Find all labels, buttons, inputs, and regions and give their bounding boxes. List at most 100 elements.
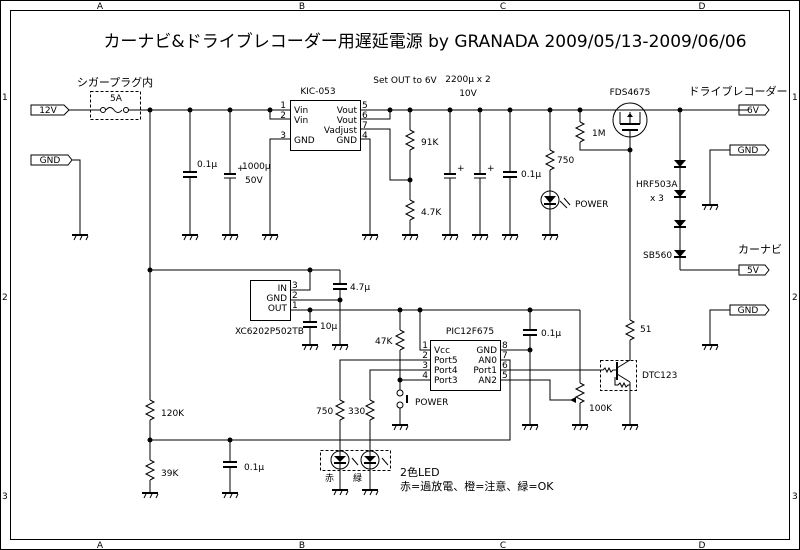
potentiometer-value: 100K bbox=[589, 404, 613, 414]
ground-icon bbox=[572, 424, 589, 431]
col-label-a-top: A bbox=[97, 2, 104, 12]
resistor-51 bbox=[624, 319, 636, 341]
xc6202-pin1: 1 bbox=[292, 301, 298, 311]
pic-pin4-label: Port3 bbox=[434, 376, 458, 386]
cap-xc-out-value: 10μ bbox=[320, 322, 337, 332]
col-label-b-bottom: B bbox=[299, 541, 305, 550]
fuse-label: 5A bbox=[110, 94, 123, 104]
col-label-b-top: B bbox=[299, 2, 305, 12]
ground-icon bbox=[182, 234, 199, 241]
ground-icon bbox=[362, 489, 379, 496]
transistor-name: DTC123 bbox=[642, 371, 677, 381]
diode-2-icon bbox=[674, 190, 686, 198]
cigar-plug-label: シガープラグ内 bbox=[77, 75, 153, 89]
pic-pin7-label: AN0 bbox=[478, 356, 497, 366]
fuse-icon bbox=[100, 107, 129, 113]
port-5v: 5V bbox=[738, 264, 770, 276]
resistor-39k bbox=[144, 459, 156, 481]
diodes-count-label: x 3 bbox=[650, 194, 664, 204]
mosfet-name: FDS4675 bbox=[610, 88, 651, 98]
port-6v-label: 6V bbox=[747, 106, 760, 116]
kic053-pin5-label: Vout bbox=[337, 106, 358, 116]
pic-pin4: 4 bbox=[422, 371, 428, 381]
bulk-caps-note: 2200μ x 2 bbox=[445, 75, 490, 85]
resistor-47k-value: 47K bbox=[375, 337, 393, 347]
led-green-label: 緑 bbox=[353, 472, 362, 484]
ground-icon bbox=[702, 344, 719, 351]
resistor-750-power-value: 750 bbox=[557, 156, 574, 166]
row-label-2-left: 2 bbox=[2, 293, 8, 303]
mosfet-icon bbox=[612, 102, 648, 150]
cap-xc-in-value: 4.7μ bbox=[350, 283, 370, 293]
port-gnd-left: GND bbox=[30, 154, 73, 166]
ground-icon bbox=[392, 424, 409, 431]
resistor-51-value: 51 bbox=[640, 325, 651, 335]
cap-out-small-value: 0.1μ bbox=[521, 170, 541, 180]
ground-icon bbox=[222, 492, 239, 499]
power-switch-label: POWER bbox=[415, 398, 448, 408]
kic053-ic bbox=[290, 100, 361, 151]
power-led-icon bbox=[540, 190, 571, 210]
kic053-pin6-label: Vout bbox=[337, 116, 358, 126]
xc6202-ic bbox=[250, 280, 291, 321]
kic053-pin3: 3 bbox=[280, 131, 286, 141]
dtc123-box bbox=[600, 360, 637, 391]
xc6202-pin2: 2 bbox=[292, 291, 298, 301]
pic-pin7: 7 bbox=[502, 351, 508, 361]
row-label-3-right: 3 bbox=[792, 492, 798, 502]
ground-icon bbox=[222, 234, 239, 241]
cap-in-bulk-voltage: 50V bbox=[245, 176, 263, 186]
xc6202-name: XC6202P502TB bbox=[235, 327, 304, 337]
kic053-pin1: 1 bbox=[280, 101, 286, 111]
pic-pin5-label: AN2 bbox=[478, 376, 497, 386]
pic-pin6-label: Port1 bbox=[473, 366, 497, 376]
ground-symbols bbox=[72, 204, 719, 499]
schottky-part-label: SB560 bbox=[643, 251, 672, 261]
kic053-pin4: 4 bbox=[362, 131, 368, 141]
xc6202-pin1-label: OUT bbox=[268, 304, 288, 314]
resistor-120k bbox=[144, 399, 156, 421]
ground-icon bbox=[362, 234, 379, 241]
pic-pin5: 5 bbox=[502, 371, 508, 381]
col-label-c-bottom: C bbox=[500, 541, 506, 550]
pic-pin1: 1 bbox=[422, 341, 428, 351]
ground-icon bbox=[702, 204, 719, 211]
port-gnd-right-mid-label: GND bbox=[738, 306, 759, 316]
cap-bulk-1: + bbox=[444, 107, 465, 235]
resistor-750-power bbox=[544, 149, 556, 171]
resistor-47k bbox=[394, 329, 406, 351]
schottky-diode-icon bbox=[674, 250, 686, 258]
port-5v-label: 5V bbox=[747, 266, 760, 276]
ground-icon bbox=[262, 234, 279, 241]
ground-icon bbox=[622, 424, 639, 431]
resistor-750-red-value: 750 bbox=[316, 407, 333, 417]
cap-out-small bbox=[503, 107, 517, 235]
ground-icon bbox=[502, 234, 519, 241]
cigar-plug-box bbox=[90, 91, 141, 120]
pic-pin6: 6 bbox=[502, 361, 508, 371]
cap-in-bulk-value: 1000μ bbox=[242, 162, 271, 172]
power-switch-contact-top bbox=[396, 389, 404, 397]
drive-recorder-label: ドライブレコーダー bbox=[689, 84, 788, 98]
pic-pin8: 8 bbox=[502, 341, 508, 351]
ground-icon bbox=[72, 234, 89, 241]
ground-icon bbox=[522, 424, 539, 431]
xc6202-pin3: 3 bbox=[292, 281, 298, 291]
row-label-3-left: 3 bbox=[2, 492, 8, 502]
pic-pin1-label: Vcc bbox=[434, 346, 450, 356]
kic053-pin1-label: Vin bbox=[294, 106, 308, 116]
kic053-pin2-label: Vin bbox=[294, 116, 308, 126]
row-label-1-right: 1 bbox=[792, 93, 798, 103]
power-switch-contact-bottom bbox=[396, 401, 404, 409]
resistor-330-green bbox=[364, 399, 376, 421]
bicolor-led-box bbox=[320, 450, 391, 471]
cap-in-small-value: 0.1μ bbox=[197, 160, 217, 170]
set-out-note: Set OUT to 6V bbox=[373, 76, 437, 86]
row-label-1-left: 1 bbox=[2, 93, 8, 103]
port-gnd-right-top: GND bbox=[729, 144, 770, 156]
cap-div-value: 0.1μ bbox=[244, 463, 264, 473]
ground-icon bbox=[332, 344, 349, 351]
pic-ic bbox=[430, 340, 501, 391]
bulk-caps-voltage-note: 10V bbox=[459, 89, 477, 99]
ground-icon bbox=[332, 489, 349, 496]
